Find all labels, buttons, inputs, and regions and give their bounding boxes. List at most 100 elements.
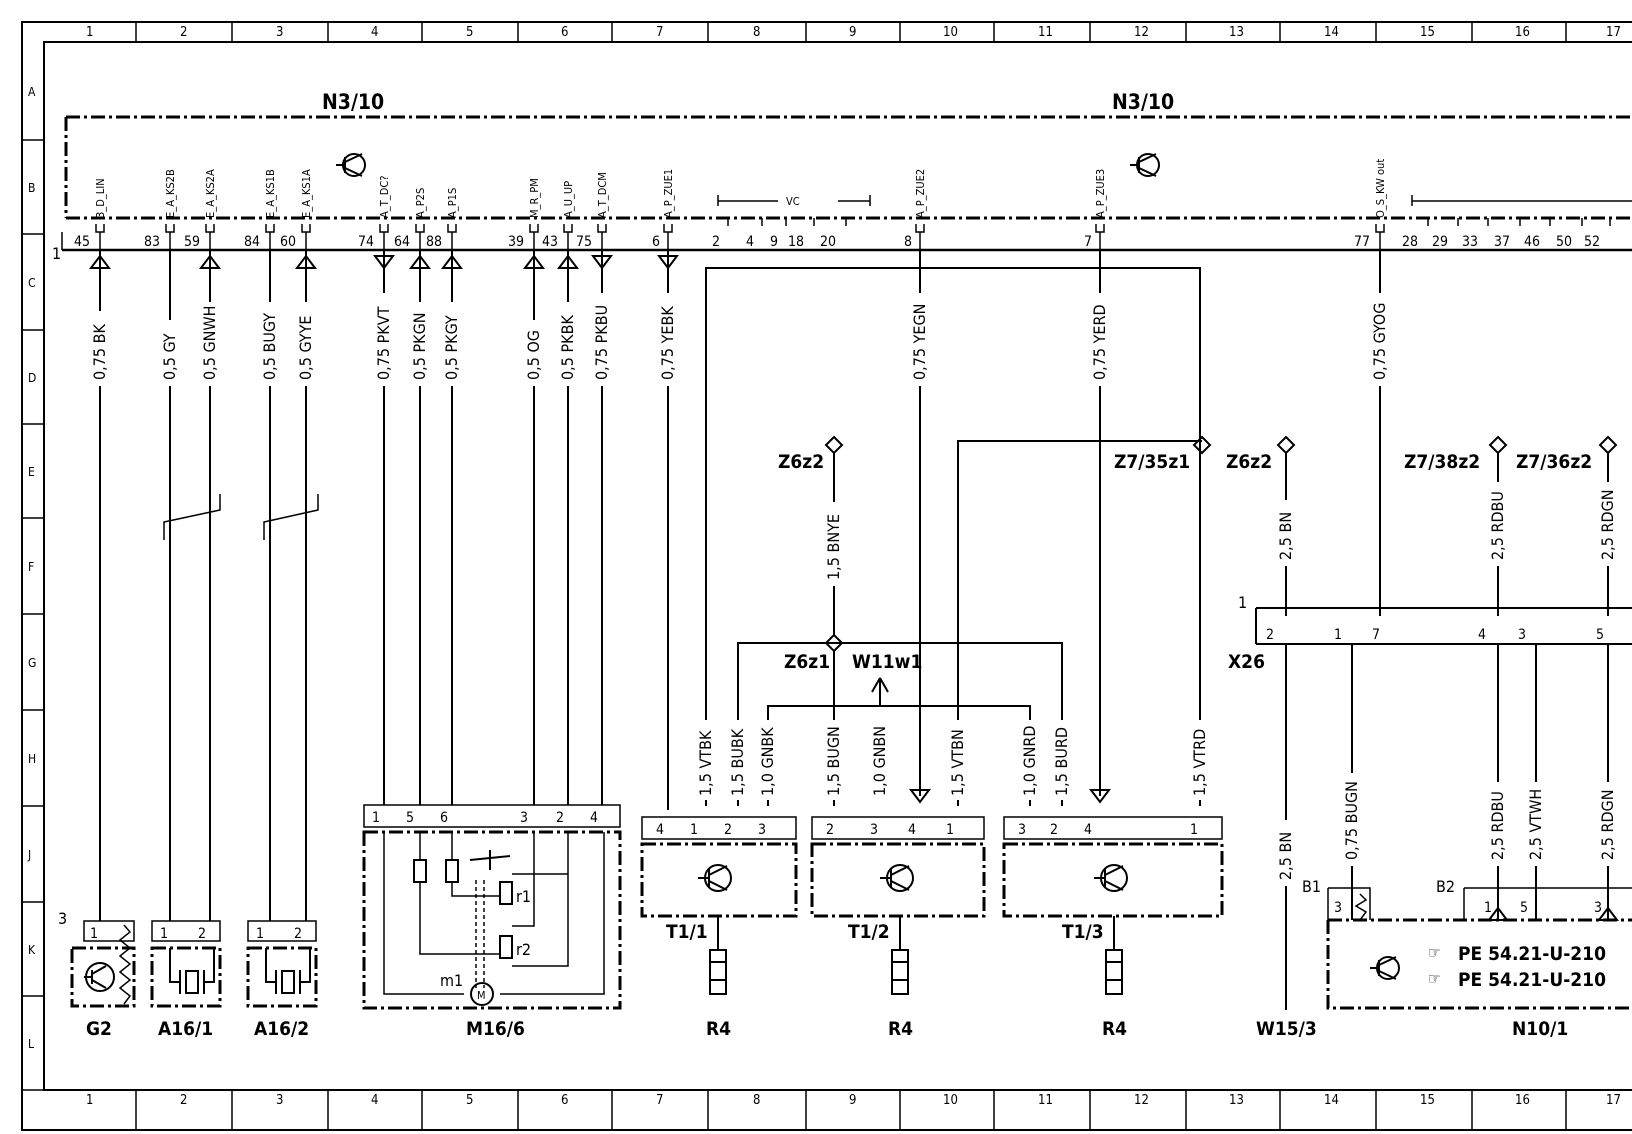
wire-label: 2,5 BN xyxy=(1276,512,1295,560)
coil-label: T1/2 xyxy=(848,921,890,943)
row-letter: L xyxy=(28,1037,34,1051)
wire-label: 1,5 VTRD xyxy=(1190,729,1209,796)
signal-name: A_T_DC? xyxy=(378,176,391,219)
spark-plug-label: R4 xyxy=(888,1018,913,1040)
svg-text:5: 5 xyxy=(406,810,414,826)
row-letter: J xyxy=(27,848,31,862)
row-letter: F xyxy=(28,560,34,574)
wire-label: 0,5 PKBK xyxy=(558,315,577,380)
signal-name: A_U_UP xyxy=(562,181,575,218)
wire-label: 0,75 BUGN xyxy=(1342,781,1361,860)
svg-text:2: 2 xyxy=(826,822,834,838)
harness-number: 1 xyxy=(52,244,61,263)
column-number: 2 xyxy=(180,25,187,40)
wire-label: 0,5 GYYE xyxy=(296,316,315,380)
row-letter: C xyxy=(28,276,36,290)
column-number: 3 xyxy=(276,1093,283,1108)
row-letter: K xyxy=(28,943,36,957)
signal-name: A_P_ZUE1 xyxy=(662,169,675,218)
column-number: 16 xyxy=(1515,25,1530,40)
column-number: 5 xyxy=(466,1093,473,1108)
module-pin-43: 43 xyxy=(542,234,558,250)
ref-link-1[interactable]: PE 54.21-U-210 xyxy=(1458,943,1606,965)
row-letter: G xyxy=(28,656,36,670)
junction-z7-36z2: Z7/36z2 xyxy=(1516,435,1618,473)
column-number: 2 xyxy=(180,1093,187,1108)
signal-name: A_P2S xyxy=(414,188,427,218)
column-number: 9 xyxy=(849,25,856,40)
wire-label: 0,75 YERD xyxy=(1090,304,1109,380)
column-number: 11 xyxy=(1038,1093,1053,1108)
svg-text:Z6z2: Z6z2 xyxy=(1226,451,1272,473)
wire-label: 0,75 GYOG xyxy=(1370,303,1389,380)
wire-label: 2,5 VTWH xyxy=(1526,789,1545,860)
svg-text:1: 1 xyxy=(946,822,954,838)
column-number: 4 xyxy=(371,25,378,40)
column-number: 3 xyxy=(276,25,283,40)
column-number: 8 xyxy=(753,25,760,40)
module-pin-4: 4 xyxy=(746,234,754,250)
wire-label: 2,5 RDBU xyxy=(1488,491,1507,560)
column-number: 10 xyxy=(943,1093,958,1108)
module-pin-77: 77 xyxy=(1354,234,1370,250)
module-pin-60: 60 xyxy=(280,234,296,250)
wire-label: 1,5 BUGN xyxy=(824,726,843,796)
wire-label: 0,5 PKGY xyxy=(442,315,461,380)
w11w1-label: W11w1 xyxy=(852,651,922,673)
module-pin-6: 6 xyxy=(652,234,660,250)
transistor-icon xyxy=(698,864,732,892)
transistor-icon xyxy=(1370,956,1400,980)
a16-2-knock-sensor: 1 2 A16/2 xyxy=(246,920,318,1040)
g2-label: G2 xyxy=(86,1018,112,1040)
wire-label: 2,5 RDGN xyxy=(1598,490,1617,560)
ref-link-2[interactable]: PE 54.21-U-210 xyxy=(1458,969,1606,991)
signal-name: A_P_ZUE2 xyxy=(914,169,927,218)
svg-text:3: 3 xyxy=(758,822,766,838)
signal-name: 3_D_LIN xyxy=(94,178,107,218)
row-letter: D xyxy=(28,371,36,385)
column-number: 14 xyxy=(1324,25,1339,40)
junction-z6z1: Z6z1 xyxy=(784,633,844,673)
module-label-left: N3/10 xyxy=(322,90,384,114)
vc-label: VC xyxy=(786,195,800,208)
svg-text:1: 1 xyxy=(90,926,98,942)
column-number: 4 xyxy=(371,1093,378,1108)
coil-label: T1/1 xyxy=(666,921,708,943)
module-pin-7: 7 xyxy=(1084,234,1092,250)
vc-bracket-right xyxy=(1411,195,1632,206)
module-boundary xyxy=(64,115,1632,220)
inner-frame xyxy=(43,41,1632,1091)
module-pin-52: 52 xyxy=(1584,234,1600,250)
signal-name: A_T_DCM xyxy=(596,172,609,218)
module-pin-74: 74 xyxy=(358,234,374,250)
column-number: 7 xyxy=(656,1093,663,1108)
svg-text:3: 3 xyxy=(1518,627,1526,643)
svg-text:Z7/36z2: Z7/36z2 xyxy=(1516,451,1592,473)
column-number: 13 xyxy=(1229,25,1244,40)
svg-text:1: 1 xyxy=(1238,593,1247,612)
wire-label: 0,75 YEGN xyxy=(910,304,929,380)
svg-text:Z6z2: Z6z2 xyxy=(778,451,824,473)
motor-icon xyxy=(470,982,494,1006)
wire-label: 2,5 RDBU xyxy=(1488,791,1507,860)
svg-text:2: 2 xyxy=(198,926,206,942)
wire-label: 1,5 BUBK xyxy=(728,728,747,796)
wire-label: 0,75 YEBK xyxy=(658,306,677,380)
coil-label: T1/3 xyxy=(1062,921,1104,943)
svg-text:Z7/35z1: Z7/35z1 xyxy=(1114,451,1190,473)
column-number: 17 xyxy=(1606,1093,1621,1108)
wire-label: 1,0 GNRD xyxy=(1020,726,1039,796)
svg-text:4: 4 xyxy=(908,822,916,838)
x26-label: X26 xyxy=(1228,651,1265,673)
wire-label: 1,5 BURD xyxy=(1052,727,1071,796)
a16-1-label: A16/1 xyxy=(158,1018,213,1040)
wire-label: 1,5 BNYE xyxy=(824,514,843,580)
transistor-icon xyxy=(1130,153,1160,177)
junction-z6z2-right: Z6z2 xyxy=(1226,435,1296,473)
